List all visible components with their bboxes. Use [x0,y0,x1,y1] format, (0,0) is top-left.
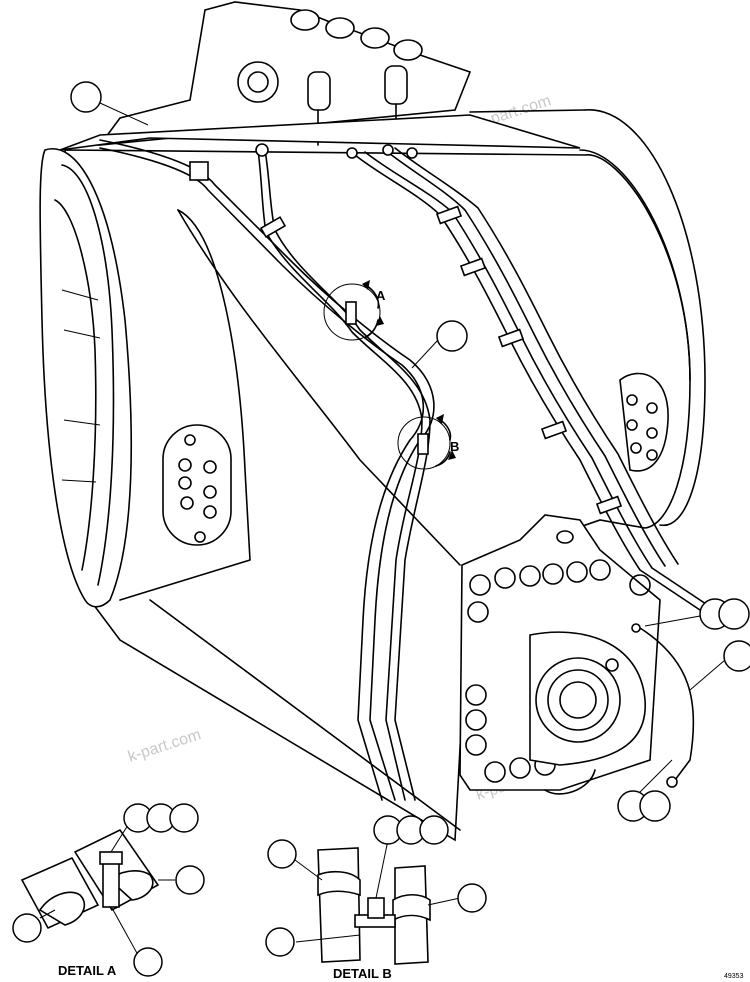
brake-lines [99,139,713,801]
detail-b-label: DETAIL B [333,966,392,981]
callout-2 [436,320,468,352]
valve-stem-right [384,65,408,105]
housing-body [39,1,706,842]
detail-a-label: DETAIL A [58,963,117,978]
figure-number: 49353 [724,973,744,980]
detail-marker-a: A [323,280,386,341]
detail-a-drawing: DETAIL A [12,803,205,978]
marker-a-label: A [376,288,386,303]
callout-5 [723,640,750,672]
callout-4 [718,598,750,630]
callouts-main [70,81,750,822]
leader-lines [99,102,726,793]
watermark-bottom-left: k-part.com [126,726,203,766]
callout-7 [639,790,671,822]
callout-1 [70,81,102,113]
valve-stem-left [307,71,331,111]
marker-b-label: B [450,439,459,454]
detail-marker-b: B [397,414,459,470]
left-oval-cover [162,424,232,546]
end-plate-bolts [465,559,651,783]
detail-b-drawing: DETAIL B [265,815,487,981]
